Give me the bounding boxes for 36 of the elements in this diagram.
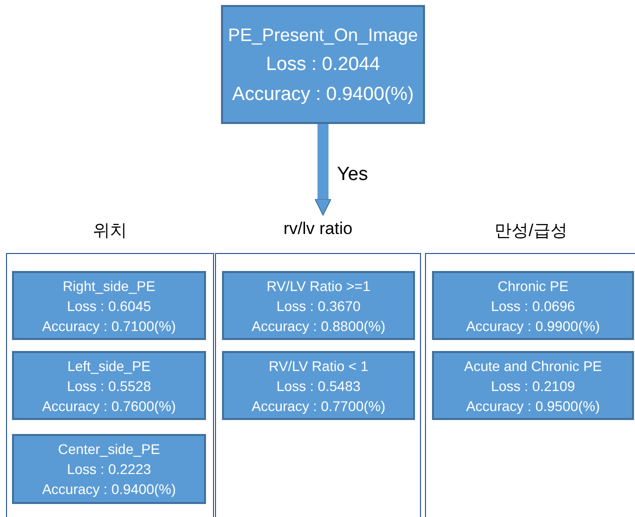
loss-text: Loss : 0.3670 xyxy=(276,296,361,316)
column-heading: 만성/급성 xyxy=(494,220,568,242)
column-heading: rv/lv ratio xyxy=(282,219,354,239)
category-box xyxy=(12,271,206,340)
loss-text: Loss : 0.5483 xyxy=(276,376,361,396)
loss-text: Loss : 0.2223 xyxy=(66,460,152,479)
box-title: Chronic PE xyxy=(498,276,568,296)
result-box xyxy=(221,5,425,124)
loss-text: Loss : 0.6045 xyxy=(66,296,152,316)
box-title: Left_side_PE xyxy=(67,356,151,376)
loss-text: Loss : 0.5528 xyxy=(66,376,152,396)
box-title: RV/LV Ratio < 1 xyxy=(268,356,368,376)
column-heading: 위치 xyxy=(92,220,128,242)
accuracy-text: Accuracy : 0.9400(%) xyxy=(232,82,414,106)
accuracy-text: Accuracy : 0.9400(%) xyxy=(42,480,176,499)
accuracy-text: Accuracy : 0.7700(%) xyxy=(252,396,386,416)
box-title: Acute and Chronic PE xyxy=(464,356,602,376)
category-box xyxy=(432,351,634,420)
category-box xyxy=(12,351,206,420)
loss-text: Loss : 0.2044 xyxy=(266,52,380,76)
block-arrow xyxy=(314,124,332,216)
box-title: PE_Present_On_Image xyxy=(228,24,418,47)
box-title: RV/LV Ratio >=1 xyxy=(266,276,370,296)
accuracy-text: Accuracy : 0.9500(%) xyxy=(466,396,600,416)
accuracy-text: Accuracy : 0.7600(%) xyxy=(42,396,176,416)
category-box xyxy=(12,434,206,504)
accuracy-text: Accuracy : 0.8800(%) xyxy=(252,316,386,336)
category-box xyxy=(222,351,415,420)
loss-text: Loss : 0.0696 xyxy=(490,296,576,316)
box-title: Right_side_PE xyxy=(62,276,156,296)
category-box xyxy=(222,271,415,340)
accuracy-text: Accuracy : 0.7100(%) xyxy=(42,316,176,336)
box-title: Center_side_PE xyxy=(58,440,160,459)
accuracy-text: Accuracy : 0.9900(%) xyxy=(466,316,600,336)
category-box xyxy=(432,271,634,340)
loss-text: Loss : 0.2109 xyxy=(490,376,576,396)
